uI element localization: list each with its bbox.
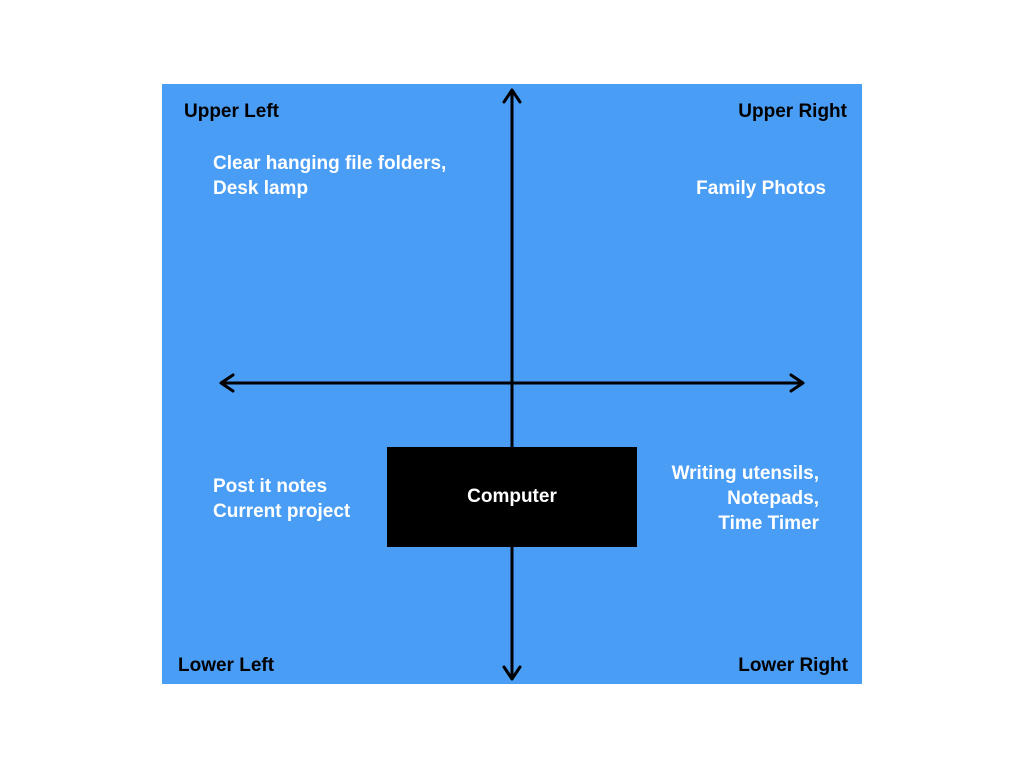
corner-label-lower-left: Lower Left — [178, 655, 275, 676]
up-arrowhead — [502, 88, 522, 104]
upper-right-items: Family Photos — [696, 176, 826, 201]
corner-label-upper-left: Upper Left — [184, 101, 279, 122]
lower-left-item: Post it notes — [213, 476, 328, 497]
upper-left-items: Clear hanging file folders, Desk lamp — [213, 151, 446, 201]
corner-label-upper-right: Upper Right — [738, 101, 847, 122]
computer-label: Computer — [467, 486, 557, 507]
left-arrowhead — [219, 373, 235, 393]
lower-left-items: Post it notes Current project — [213, 474, 350, 524]
computer-box: Computer — [387, 447, 637, 547]
upper-left-item: Desk lamp — [213, 178, 309, 199]
upper-left-item: Clear hanging file folders, — [213, 153, 447, 174]
upper-right-item: Family Photos — [696, 178, 826, 199]
lower-right-item: Notepads, — [727, 488, 819, 509]
lower-right-item: Time Timer — [718, 513, 819, 534]
lower-right-item: Writing utensils, — [671, 463, 819, 484]
lower-right-items: Writing utensils, Notepads, Time Timer — [672, 461, 819, 536]
right-arrowhead — [789, 373, 805, 393]
corner-label-lower-right: Lower Right — [738, 655, 848, 676]
lower-left-item: Current project — [213, 501, 351, 522]
down-arrowhead — [502, 665, 522, 681]
